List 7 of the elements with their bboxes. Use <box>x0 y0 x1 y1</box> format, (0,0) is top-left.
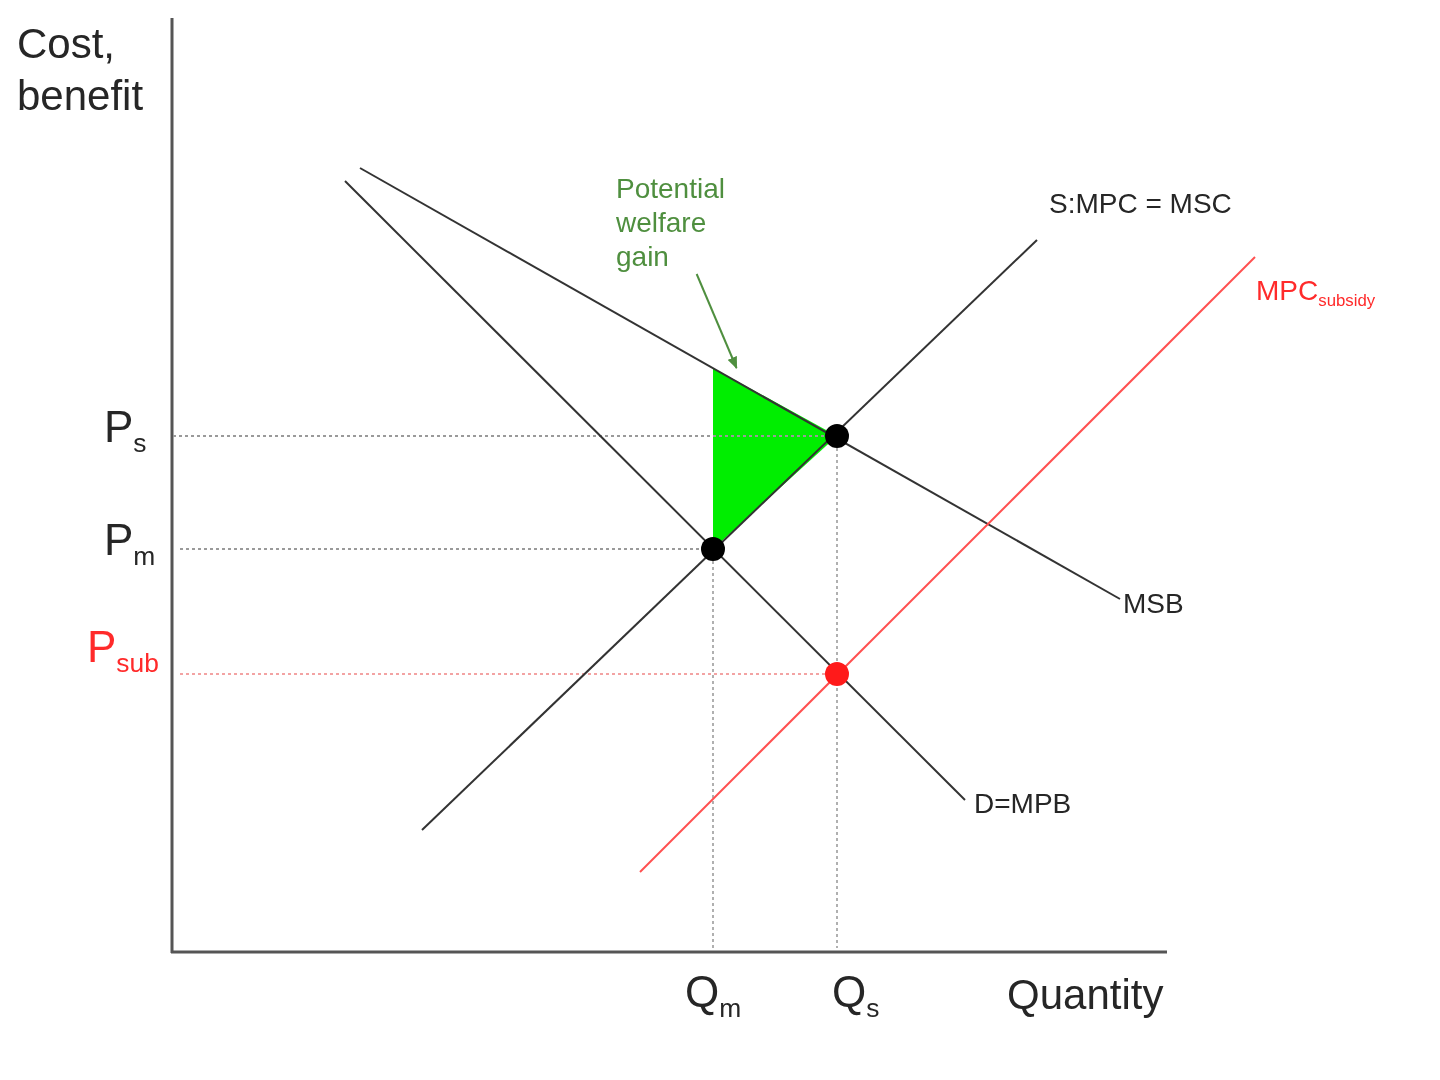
callout-text: Potential welfare gain <box>616 172 734 274</box>
leader-arrow <box>695 273 738 369</box>
curve-label: MSB <box>1123 590 1184 618</box>
axis-title: Quantity <box>1007 974 1164 1016</box>
axis-title: Cost, benefit <box>17 19 145 121</box>
curve-label: S:MPC = MSC <box>1049 190 1232 218</box>
curve-label: D=MPB <box>974 790 1072 818</box>
